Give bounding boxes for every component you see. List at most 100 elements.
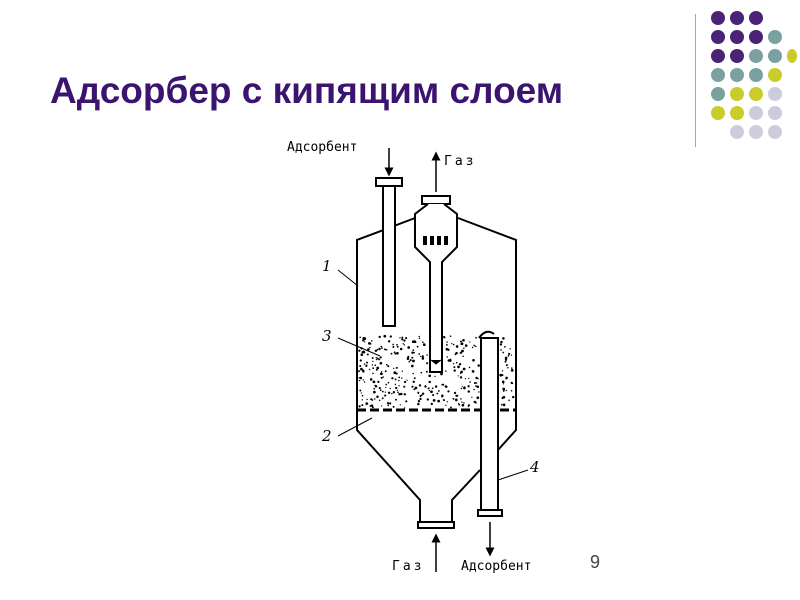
bed-particle (373, 398, 376, 400)
bed-particle (462, 338, 465, 342)
bed-particle (414, 386, 418, 390)
decor-dot (749, 125, 763, 139)
bed-particle (445, 370, 447, 372)
bed-particle (359, 336, 361, 339)
bed-particle (375, 368, 378, 371)
bed-particle (369, 346, 371, 349)
bed-particle (385, 348, 388, 351)
decor-dot (730, 30, 744, 44)
bed-particle (461, 349, 464, 353)
bed-particle (502, 389, 505, 392)
bed-particle (501, 370, 504, 372)
bed-particle (447, 390, 450, 393)
bed-particle (471, 370, 475, 373)
page-number: 9 (590, 552, 601, 572)
bed-particle (371, 357, 374, 359)
bed-particle (446, 401, 449, 403)
bed-particle (476, 385, 480, 389)
bed-particle (453, 369, 456, 372)
bed-particle (374, 384, 378, 388)
adsorbent-feed-pipe (382, 185, 396, 327)
bed-particle (376, 348, 379, 351)
vessel-cone (356, 410, 517, 522)
bed-particle (467, 404, 470, 407)
bed-particle (379, 389, 382, 391)
bed-particle (442, 335, 446, 339)
bed-particle (380, 405, 383, 407)
bed-particle (372, 372, 374, 375)
bed-particle (389, 335, 392, 338)
bed-particle (459, 372, 462, 375)
bed-particle (469, 341, 471, 343)
bed-particle (510, 354, 513, 356)
bed-particle (385, 383, 388, 386)
bed-particle (379, 361, 383, 365)
bed-particle (413, 388, 416, 391)
decor-dot (749, 30, 763, 44)
bed-particle (463, 402, 465, 404)
bed-particle (471, 346, 474, 349)
bed-particle (430, 402, 433, 406)
bed-particle (394, 352, 397, 355)
bed-particle (425, 370, 428, 373)
decor-dot (711, 11, 725, 25)
decor-dot (711, 106, 725, 120)
bed-particle (400, 392, 403, 396)
bed-particle (372, 380, 376, 384)
bed-particle (431, 387, 434, 390)
bed-particle (386, 402, 390, 405)
bed-particle (407, 346, 411, 349)
bed-particle (362, 379, 365, 381)
bed-particle (361, 404, 364, 407)
bed-particle (358, 377, 360, 379)
bed-particle (358, 379, 361, 382)
bed-particle (430, 390, 433, 394)
decor-dot (711, 87, 725, 101)
bed-particle (372, 367, 375, 370)
bed-particle (420, 355, 422, 357)
bed-particle (370, 404, 374, 407)
bed-particle (363, 363, 366, 365)
bed-particle (475, 385, 477, 387)
bed-particle (458, 402, 460, 405)
bed-particle (478, 391, 480, 393)
decor-dot (749, 49, 763, 63)
bed-particle (452, 397, 455, 400)
bed-particle (406, 357, 410, 360)
bed-particle (500, 404, 503, 406)
bed-particle (371, 406, 374, 409)
bed-particle (457, 375, 459, 377)
bed-particle (398, 393, 401, 396)
bed-particle (468, 366, 471, 369)
bed-particle (360, 392, 363, 394)
bed-particle (510, 381, 513, 384)
bed-particle (505, 364, 508, 367)
bed-particle (505, 389, 507, 392)
bed-particle (473, 382, 477, 385)
decor-dot (768, 106, 782, 120)
callout-4-leader (497, 469, 529, 481)
bed-particle (359, 359, 362, 362)
decor-dot (768, 125, 782, 139)
fluidized-bed (358, 334, 515, 409)
bed-particle (410, 364, 414, 368)
bed-particle (412, 349, 415, 351)
cyclone-body (414, 203, 458, 373)
bed-particle (361, 394, 364, 397)
bed-particle (504, 356, 508, 360)
bed-particle (434, 375, 436, 378)
bed-particle (505, 376, 508, 380)
callout-3-leader (337, 337, 381, 357)
bed-particle (368, 368, 371, 371)
bed-particle (449, 406, 452, 409)
bed-particle (455, 351, 458, 355)
bed-particle (383, 334, 387, 338)
bed-particle (401, 370, 403, 372)
bed-particle (384, 370, 387, 373)
bed-particle (359, 376, 363, 380)
bed-particle (437, 399, 440, 403)
bed-particle (458, 403, 461, 406)
bed-particle (389, 402, 392, 405)
bed-particle (467, 405, 469, 408)
bed-particle (380, 372, 383, 376)
